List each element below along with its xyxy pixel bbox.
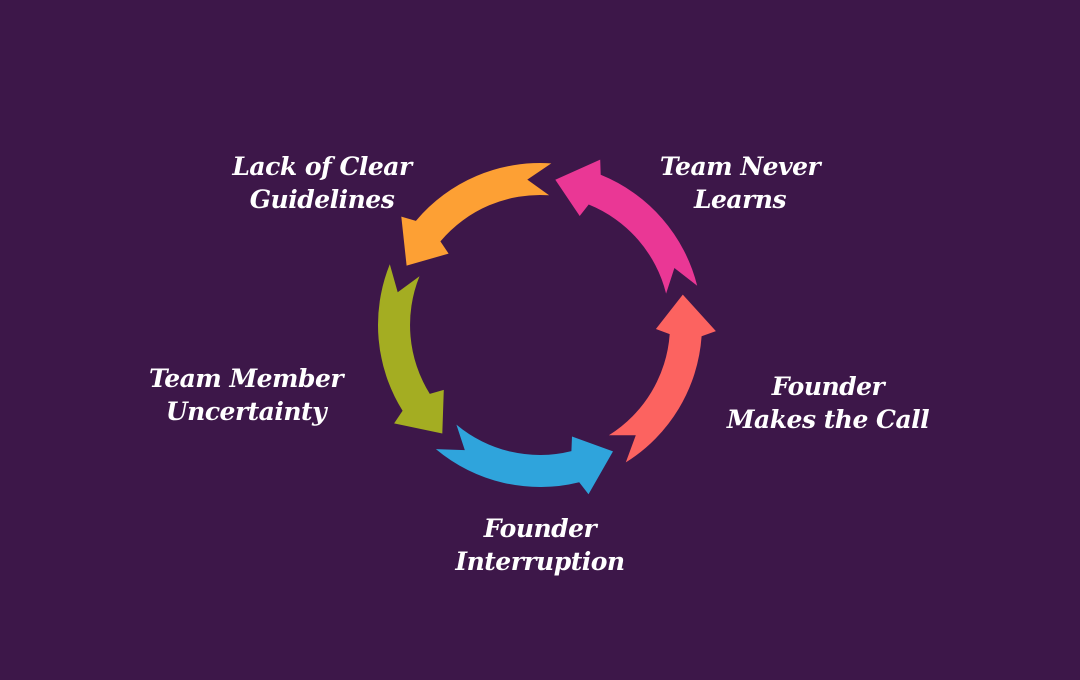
label-team-member-uncertainty: Team Member Uncertainty [148, 362, 344, 428]
cycle-arrow-team-member-uncertainty [378, 264, 444, 434]
label-line: Founder [483, 514, 597, 543]
label-founder-makes-call: Founder Makes the Call [726, 370, 930, 436]
label-line: Lack of Clear [232, 152, 412, 181]
label-team-never-learns: Team Never Learns [659, 150, 821, 216]
label-line: Team Never [659, 152, 821, 181]
cycle-arrow-team-never-learns [555, 159, 698, 294]
cycle-arrow-lack-of-guidelines [401, 163, 552, 266]
cycle-arrow-founder-makes-call [608, 294, 716, 463]
label-line: Guidelines [249, 185, 395, 214]
label-line: Learns [693, 185, 787, 214]
cycle-arrow-founder-interruption [435, 424, 613, 495]
label-line: Interruption [455, 547, 625, 576]
label-line: Makes the Call [726, 405, 930, 434]
label-founder-interruption: Founder Interruption [455, 512, 625, 578]
label-line: Founder [771, 372, 885, 401]
label-line: Uncertainty [165, 397, 327, 426]
label-lack-of-guidelines: Lack of Clear Guidelines [232, 150, 412, 216]
label-line: Team Member [148, 364, 344, 393]
